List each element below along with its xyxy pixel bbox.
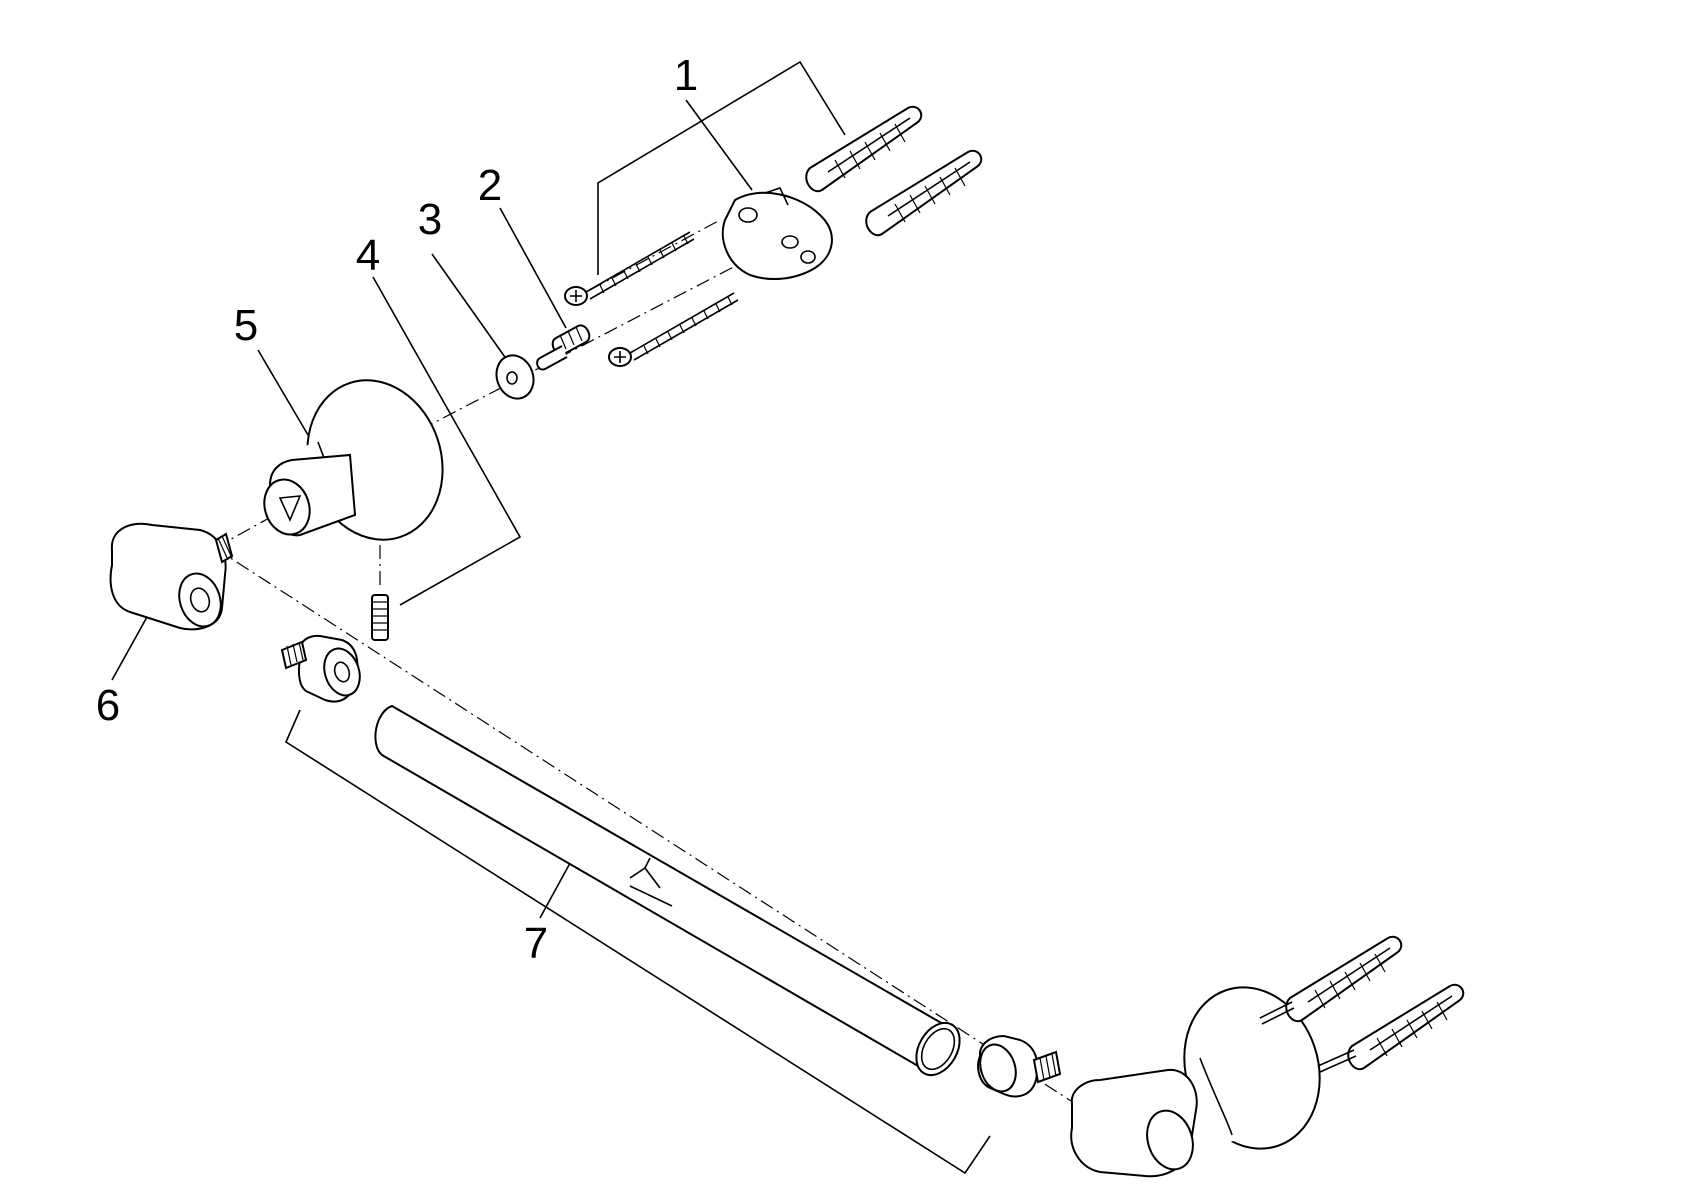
screw-upper-2 (608, 292, 739, 367)
set-screw (371, 594, 389, 641)
callout-4: 4 (356, 231, 380, 280)
callout-numbers: 1 2 3 4 5 6 7 (96, 51, 698, 968)
wall-anchor-lower-1 (1259, 935, 1403, 1025)
wall-anchor-upper-2 (865, 149, 983, 237)
rod-connector-left (280, 634, 361, 703)
callout-7: 7 (524, 919, 548, 968)
rod-connector-right (977, 1034, 1062, 1098)
callout-leaders (111, 60, 991, 1175)
screw-upper-1 (564, 231, 695, 306)
wall-anchor-lower-2 (1317, 983, 1465, 1073)
holder-knuckle-right (1070, 1068, 1198, 1178)
callout-6: 6 (96, 681, 120, 730)
wall-plate (721, 187, 833, 280)
holder-knuckle-left (109, 522, 234, 631)
wall-rosette-left (263, 379, 444, 541)
threaded-pin (536, 324, 591, 371)
wall-anchor-upper-1 (805, 105, 923, 193)
towel-rod (374, 704, 961, 1077)
callout-1: 1 (674, 51, 698, 100)
washer (495, 354, 535, 400)
callout-3: 3 (418, 195, 442, 244)
callout-5: 5 (234, 301, 258, 350)
callout-2: 2 (478, 161, 502, 210)
